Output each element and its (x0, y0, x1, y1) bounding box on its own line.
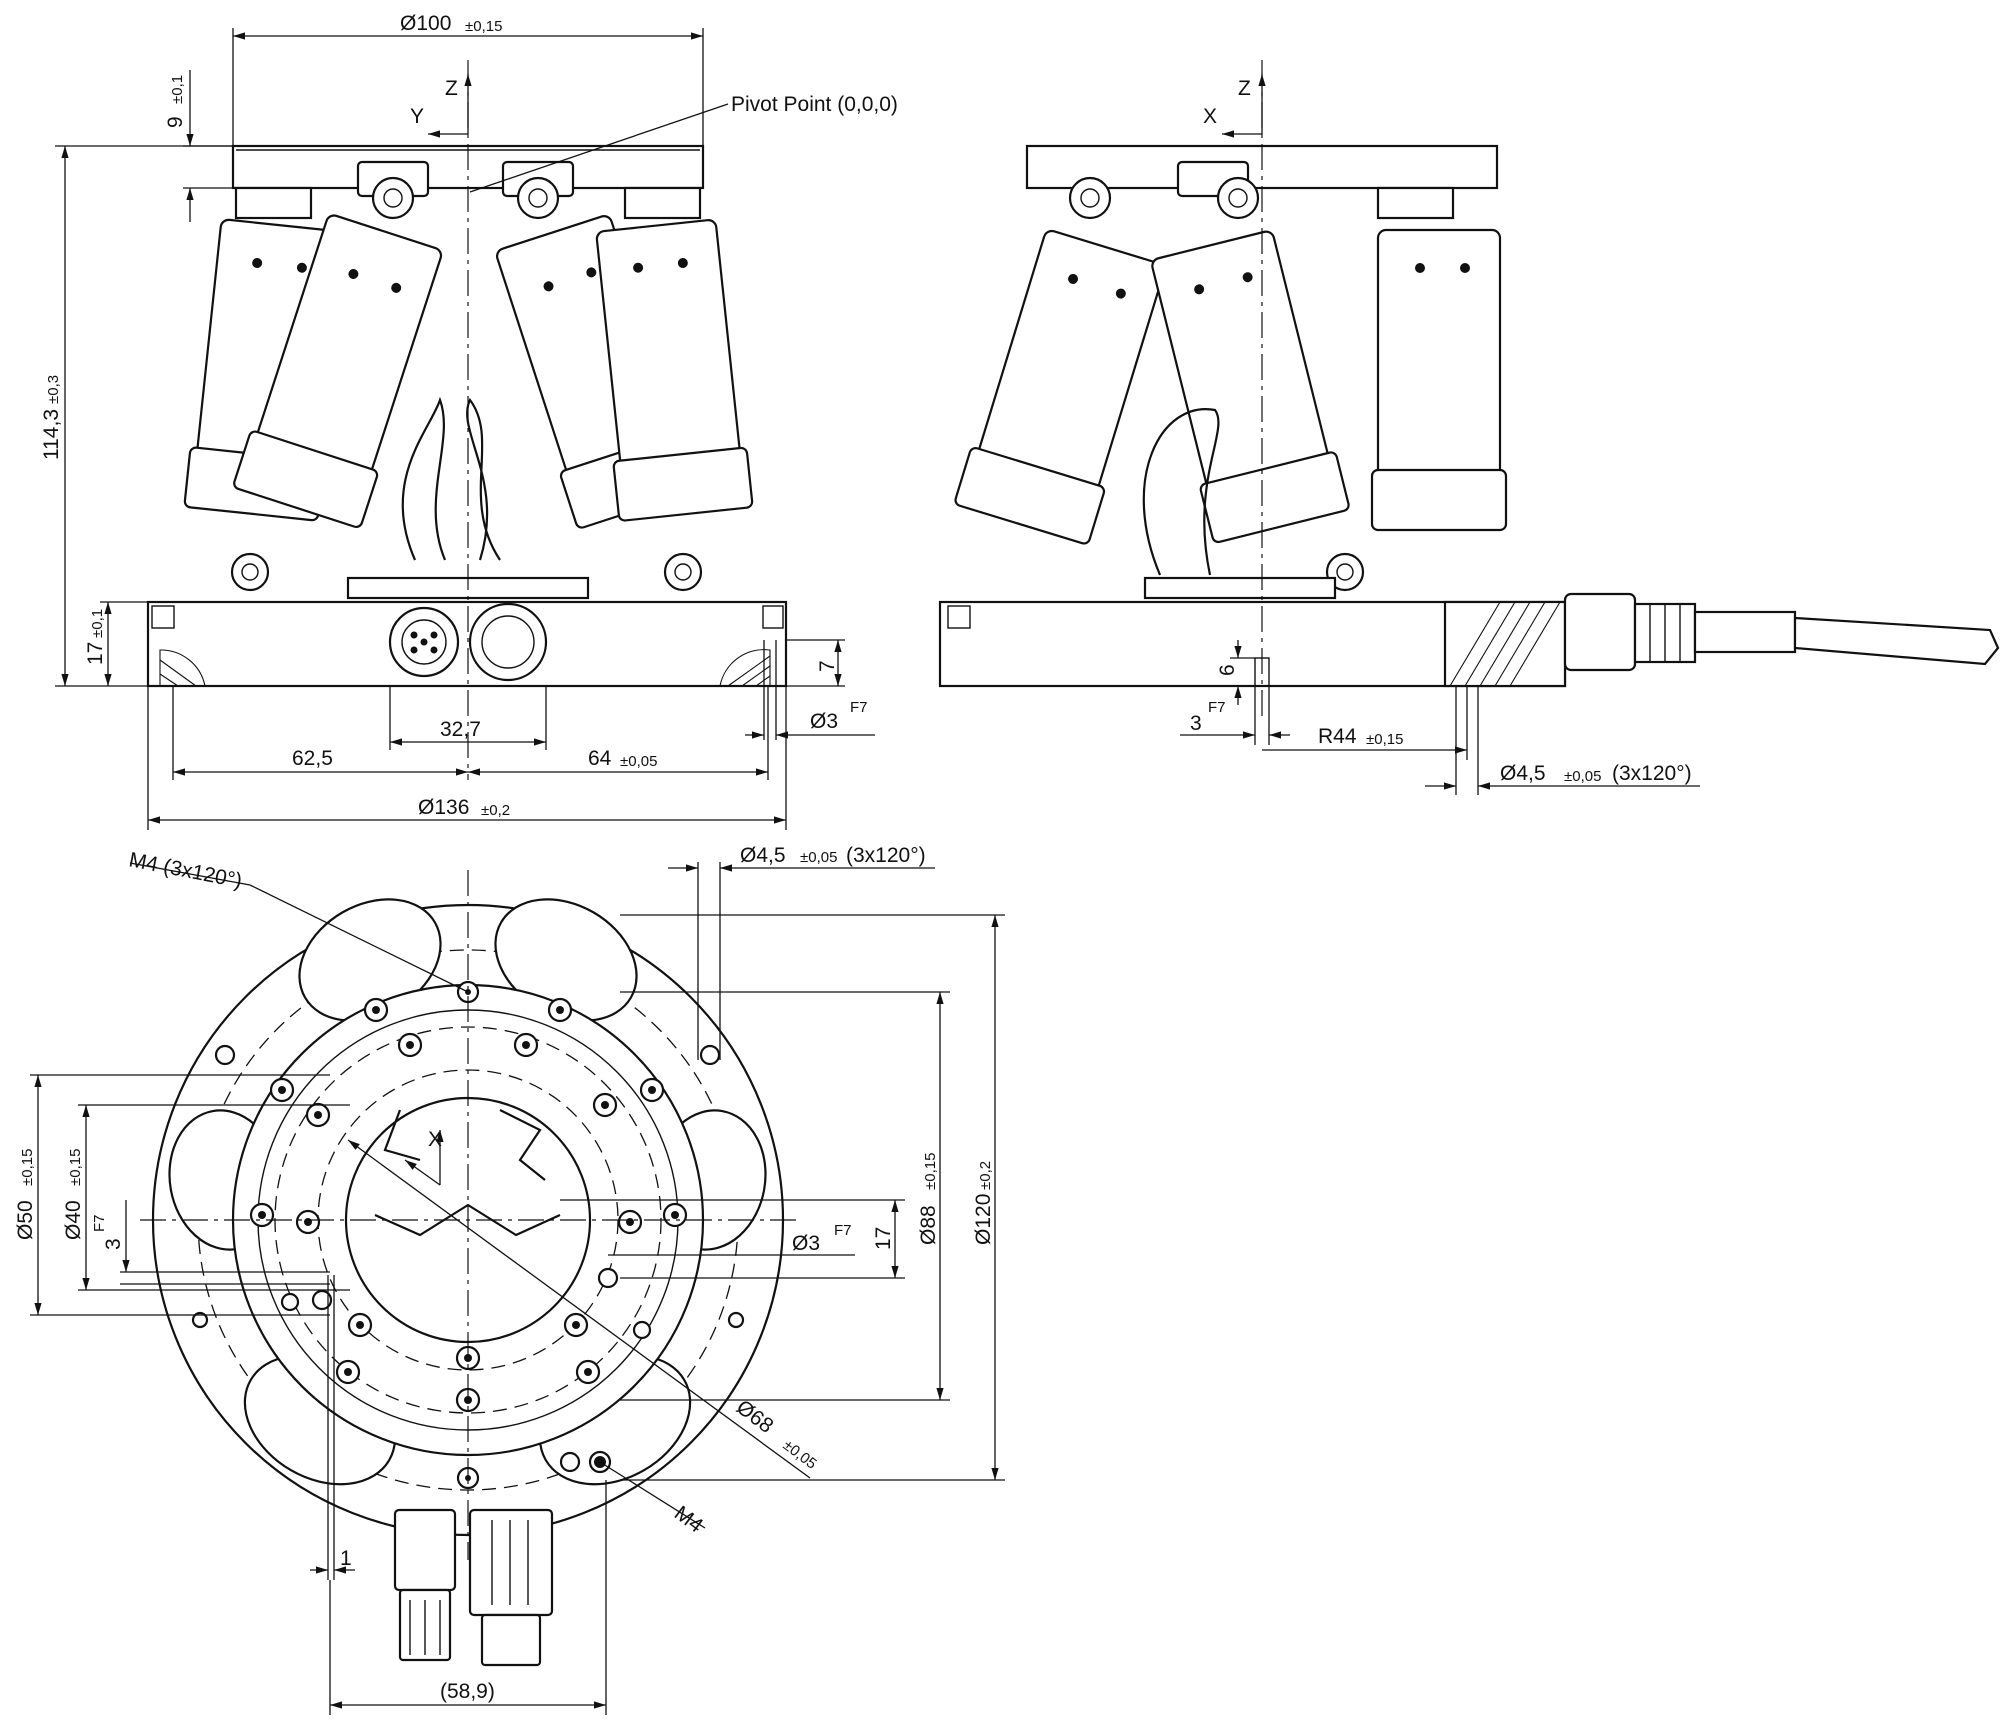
top-dim-dia-120: Ø120 (972, 1194, 995, 1245)
front-axis-z: Z (445, 77, 458, 100)
front-dim-pin-depth: 7 (816, 660, 839, 672)
side-dim-pin-dia: 3 (1190, 712, 1202, 735)
side-dim-pin-depth: 6 (1216, 664, 1239, 676)
front-dim-left: 62,5 (292, 747, 333, 770)
top-dim-pin-fit: F7 (834, 1222, 852, 1239)
top-dim-dia-40-tol: ±0,15 (67, 1149, 84, 1186)
front-dim-connector-spacing: 32,7 (440, 718, 481, 741)
top-dim-dia-88-tol: ±0,15 (922, 1153, 939, 1190)
front-axis-y: Y (410, 105, 424, 128)
top-thread-label: M4 (3x120°) (127, 848, 244, 892)
top-dim-hole: Ø4,5 (740, 844, 786, 867)
front-dim-platform-dia: Ø100 (400, 12, 451, 35)
front-dim-platform-dia-tol: ±0,15 (465, 18, 502, 35)
front-dim-pin-fit: F7 (850, 699, 868, 716)
front-connector-right (468, 602, 548, 682)
front-dim-height: 114,3 (40, 409, 63, 460)
top-dim-1: 1 (340, 1547, 352, 1570)
front-dim-pin-dia: Ø3 (810, 710, 838, 733)
side-dim-hole-count: (3x120°) (1612, 762, 1692, 785)
front-dim-base-height: 17 (84, 642, 107, 665)
top-dim-hole-count: (3x120°) (846, 844, 926, 867)
top-dim-dia-40: Ø40 (62, 1200, 85, 1240)
side-view: Z X 6 3 F7 R44 ±0,15 Ø4,5 ±0,05 (3x120°) (938, 60, 2000, 795)
top-dim-58-9: (58,9) (440, 1680, 495, 1703)
top-dim-pin-small-fit: F7 (91, 1214, 108, 1232)
front-dim-right: 64 (588, 747, 612, 770)
top-dim-dia-50: Ø50 (14, 1200, 37, 1240)
top-axis-x: X (428, 1128, 442, 1151)
top-dim-pin-dia: Ø3 (792, 1232, 820, 1255)
top-view: X M4 (3x120°) Ø4,5 ±0,05 (3x120°) Ø120 ±… (14, 844, 1005, 1715)
side-cable-exit (1443, 592, 2000, 688)
top-dim-hole-tol: ±0,05 (800, 849, 837, 866)
side-struts (954, 176, 1508, 592)
side-dim-hole-tol: ±0,05 (1564, 768, 1601, 785)
top-dim-pin-small: 3 (102, 1238, 125, 1250)
top-dim-dia-68: Ø68 (732, 1396, 778, 1438)
front-dim-height-tol: ±0,3 (45, 375, 62, 404)
front-dim-platform-thickness-tol: ±0,1 (169, 75, 186, 104)
top-connectors (393, 1508, 554, 1667)
top-dim-17: 17 (872, 1227, 895, 1250)
front-pivot-label: Pivot Point (0,0,0) (731, 93, 898, 116)
top-thread-m4: M4 (670, 1502, 707, 1538)
side-axis-z: Z (1238, 77, 1251, 100)
side-dim-pin-fit: F7 (1208, 699, 1226, 716)
side-dim-hole: Ø4,5 (1500, 762, 1546, 785)
front-dim-base-height-tol: ±0,1 (89, 609, 106, 638)
front-dim-base-dia-tol: ±0,2 (481, 802, 510, 819)
side-axis-x: X (1203, 105, 1217, 128)
top-dim-dia-68-tol: ±0,05 (780, 1437, 820, 1473)
side-dim-radius-tol: ±0,15 (1366, 731, 1403, 748)
top-dim-dia-120-tol: ±0,2 (977, 1161, 994, 1190)
top-dim-dia-88: Ø88 (917, 1205, 940, 1245)
front-dim-platform-thickness: 9 (164, 116, 187, 128)
front-dim-right-tol: ±0,05 (620, 753, 657, 770)
front-struts (183, 176, 754, 592)
front-dim-base-dia: Ø136 (418, 796, 469, 819)
top-dim-dia-50-tol: ±0,15 (19, 1149, 36, 1186)
front-base-plate (146, 600, 788, 688)
side-dim-radius: R44 (1318, 725, 1357, 748)
front-view: Z Y Pivot Point (0,0,0) Ø100 ±0,15 9 ±0,… (40, 12, 898, 830)
